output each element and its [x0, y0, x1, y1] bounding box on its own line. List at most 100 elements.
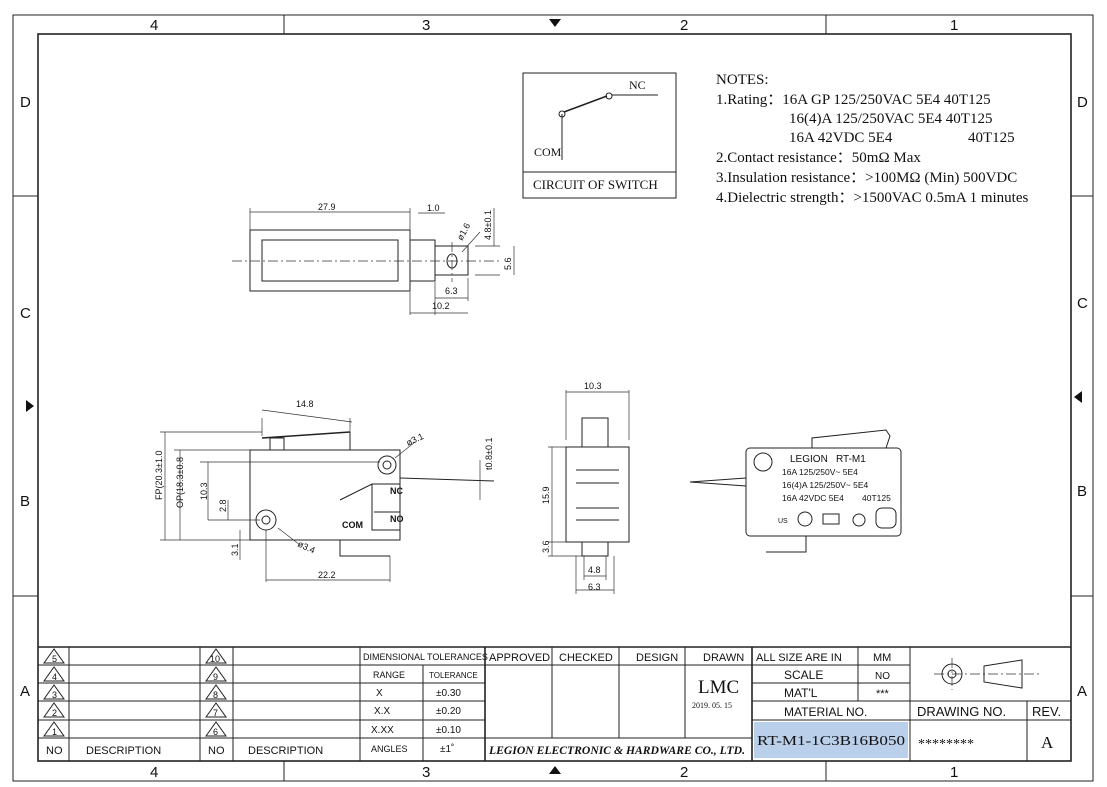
tolerance-range-header: RANGE [373, 670, 405, 680]
drawn-by: LMC [698, 677, 739, 698]
dim-hole-1-6: ø1.6 [455, 221, 472, 242]
material-highlight [754, 722, 908, 758]
tol-value-2: ±0.10 [436, 725, 461, 736]
dim-6-3: 6.3 [445, 286, 458, 296]
dim-6-3-side: 6.3 [588, 582, 601, 592]
dim-5-6: 5.6 [503, 257, 513, 270]
top-view [232, 208, 515, 315]
matl-value: *** [876, 688, 890, 700]
inner-frame [37, 33, 1072, 762]
label-com: COM [342, 520, 363, 530]
front-view-dims: 14.8 ø3.1 FP(20.3±1.0 OP(18.3±0.8 10.3 2… [154, 399, 494, 580]
zone-left-a: A [20, 683, 30, 700]
back-rating-1: 16A 125/250V~ 5E4 [782, 467, 858, 477]
dim-10-2: 10.2 [432, 301, 450, 311]
rev-5: 5 [52, 654, 57, 664]
zone-left-b: B [20, 493, 30, 510]
tolerance-header: DIMENSIONAL TOLERANCES [363, 652, 488, 662]
rev-1: 1 [52, 727, 57, 737]
col-description-left: DESCRIPTION [86, 745, 161, 757]
zone-bottom-2: 2 [680, 764, 688, 781]
revision-triangles [43, 648, 227, 737]
title-block-text: NO DESCRIPTION NO DESCRIPTION DIMENSIONA… [46, 652, 1061, 757]
zone-top-2: 2 [680, 17, 688, 34]
approved-header: APPROVED [489, 652, 550, 664]
zone-ticks [13, 15, 1093, 781]
revision-numbers: 5 4 3 2 1 10 9 8 7 6 [52, 654, 220, 737]
company-name: LEGION ELECTRONIC & HARDWARE CO., LTD. [488, 743, 745, 757]
zone-top-3: 3 [422, 17, 430, 34]
scale-value: NO [875, 671, 890, 682]
rev-2: 2 [52, 708, 57, 718]
dim-side-10-3: 10.3 [584, 381, 602, 391]
scale-label: SCALE [784, 668, 823, 682]
back-view-text: LEGION RT-M1 16A 125/250V~ 5E4 16(4)A 12… [778, 454, 891, 525]
zone-bottom-4: 4 [150, 764, 158, 781]
back-view [689, 429, 902, 553]
side-view [548, 390, 630, 594]
zone-right-a: A [1077, 683, 1087, 700]
rev-value: A [1041, 733, 1054, 752]
rev-6: 6 [213, 727, 218, 737]
checked-header: CHECKED [559, 652, 613, 664]
dim-t0-8: t0.8±0.1 [484, 438, 494, 470]
title-block [38, 646, 1071, 761]
outer-frame [12, 14, 1094, 782]
note-rating-3a: 16A 42VDC 5E4 [789, 130, 893, 146]
note-rating-2: 16(4)A 125/250VAC 5E4 40T125 [789, 111, 992, 127]
design-header: DESIGN [636, 652, 678, 664]
rev-8: 8 [213, 690, 218, 700]
rev-4: 4 [52, 672, 57, 682]
back-model: RT-M1 [836, 454, 866, 465]
material-no-label: MATERIAL NO. [784, 705, 867, 719]
zone-bottom-3: 3 [422, 764, 430, 781]
dim-15-9: 15.9 [541, 486, 551, 504]
tol-range-2: X.XX [371, 725, 394, 736]
dim-hole-3-1: ø3.1 [405, 431, 426, 448]
col-no-left: NO [46, 745, 63, 757]
dim-4-8-side: 4.8 [588, 565, 601, 575]
dim-4-8: 4.8±0.1 [483, 210, 493, 240]
tol-value-1: ±0.20 [436, 706, 461, 717]
label-no: NO [390, 514, 404, 524]
tol-range-0: X [376, 688, 383, 699]
col-no-right: NO [208, 745, 225, 757]
dim-op: OP(18.3±0.8 [175, 457, 185, 508]
tol-range-1: X.X [374, 706, 390, 717]
dim-10-3: 10.3 [199, 482, 209, 500]
notes-heading: NOTES: [716, 72, 769, 88]
zone-top-1: 1 [950, 17, 958, 34]
dim-fp: FP(20.3±1.0 [154, 451, 164, 500]
dim-22-2: 22.2 [318, 570, 336, 580]
note-rating-3b: 40T125 [968, 130, 1015, 146]
dim-14-8: 14.8 [296, 399, 314, 409]
dim-1-0: 1.0 [427, 203, 440, 213]
back-rating-2: 16(4)A 125/250V~ 5E4 [782, 480, 869, 490]
matl-label: MAT'L [784, 686, 818, 700]
label-nc: NC [390, 486, 403, 496]
front-view [160, 409, 495, 582]
side-view-dims: 10.3 15.9 3.6 4.8 6.3 [541, 381, 602, 592]
zone-bottom-1: 1 [950, 764, 958, 781]
back-brand: LEGION [790, 454, 828, 465]
dim-2-8: 2.8 [218, 499, 228, 512]
units-value: MM [873, 652, 891, 664]
circuit-diagram: NC COM CIRCUIT OF SWITCH [522, 72, 677, 199]
rev-label: REV. [1032, 704, 1061, 719]
zone-left-d: D [20, 94, 31, 111]
zone-top-4: 4 [150, 17, 158, 34]
tolerance-tolerance-header: TOLERANCE [429, 671, 478, 680]
circuit-com-label: COM [534, 145, 562, 159]
dim-hole-3-4: ø3.4 [296, 539, 317, 556]
note-contact-resistance: 2.Contact resistance：50mΩ Max [716, 150, 921, 166]
material-no-value: RT-M1-1C3B16B050 [757, 734, 905, 749]
zone-right-b: B [1077, 483, 1087, 500]
drawing-no-value: ******** [918, 737, 974, 752]
notes-block: NOTES: 1.Rating：16A GP 125/250VAC 5E4 40… [716, 72, 1028, 206]
zone-right-d: D [1077, 94, 1088, 111]
back-rating-3: 16A 42VDC 5E4 [782, 493, 844, 503]
dim-3-6: 3.6 [541, 540, 551, 553]
top-view-dims: 27.9 1.0 ø1.6 4.8±0.1 5.6 6.3 10.2 [318, 202, 513, 311]
circuit-caption: CIRCUIT OF SWITCH [533, 177, 658, 192]
